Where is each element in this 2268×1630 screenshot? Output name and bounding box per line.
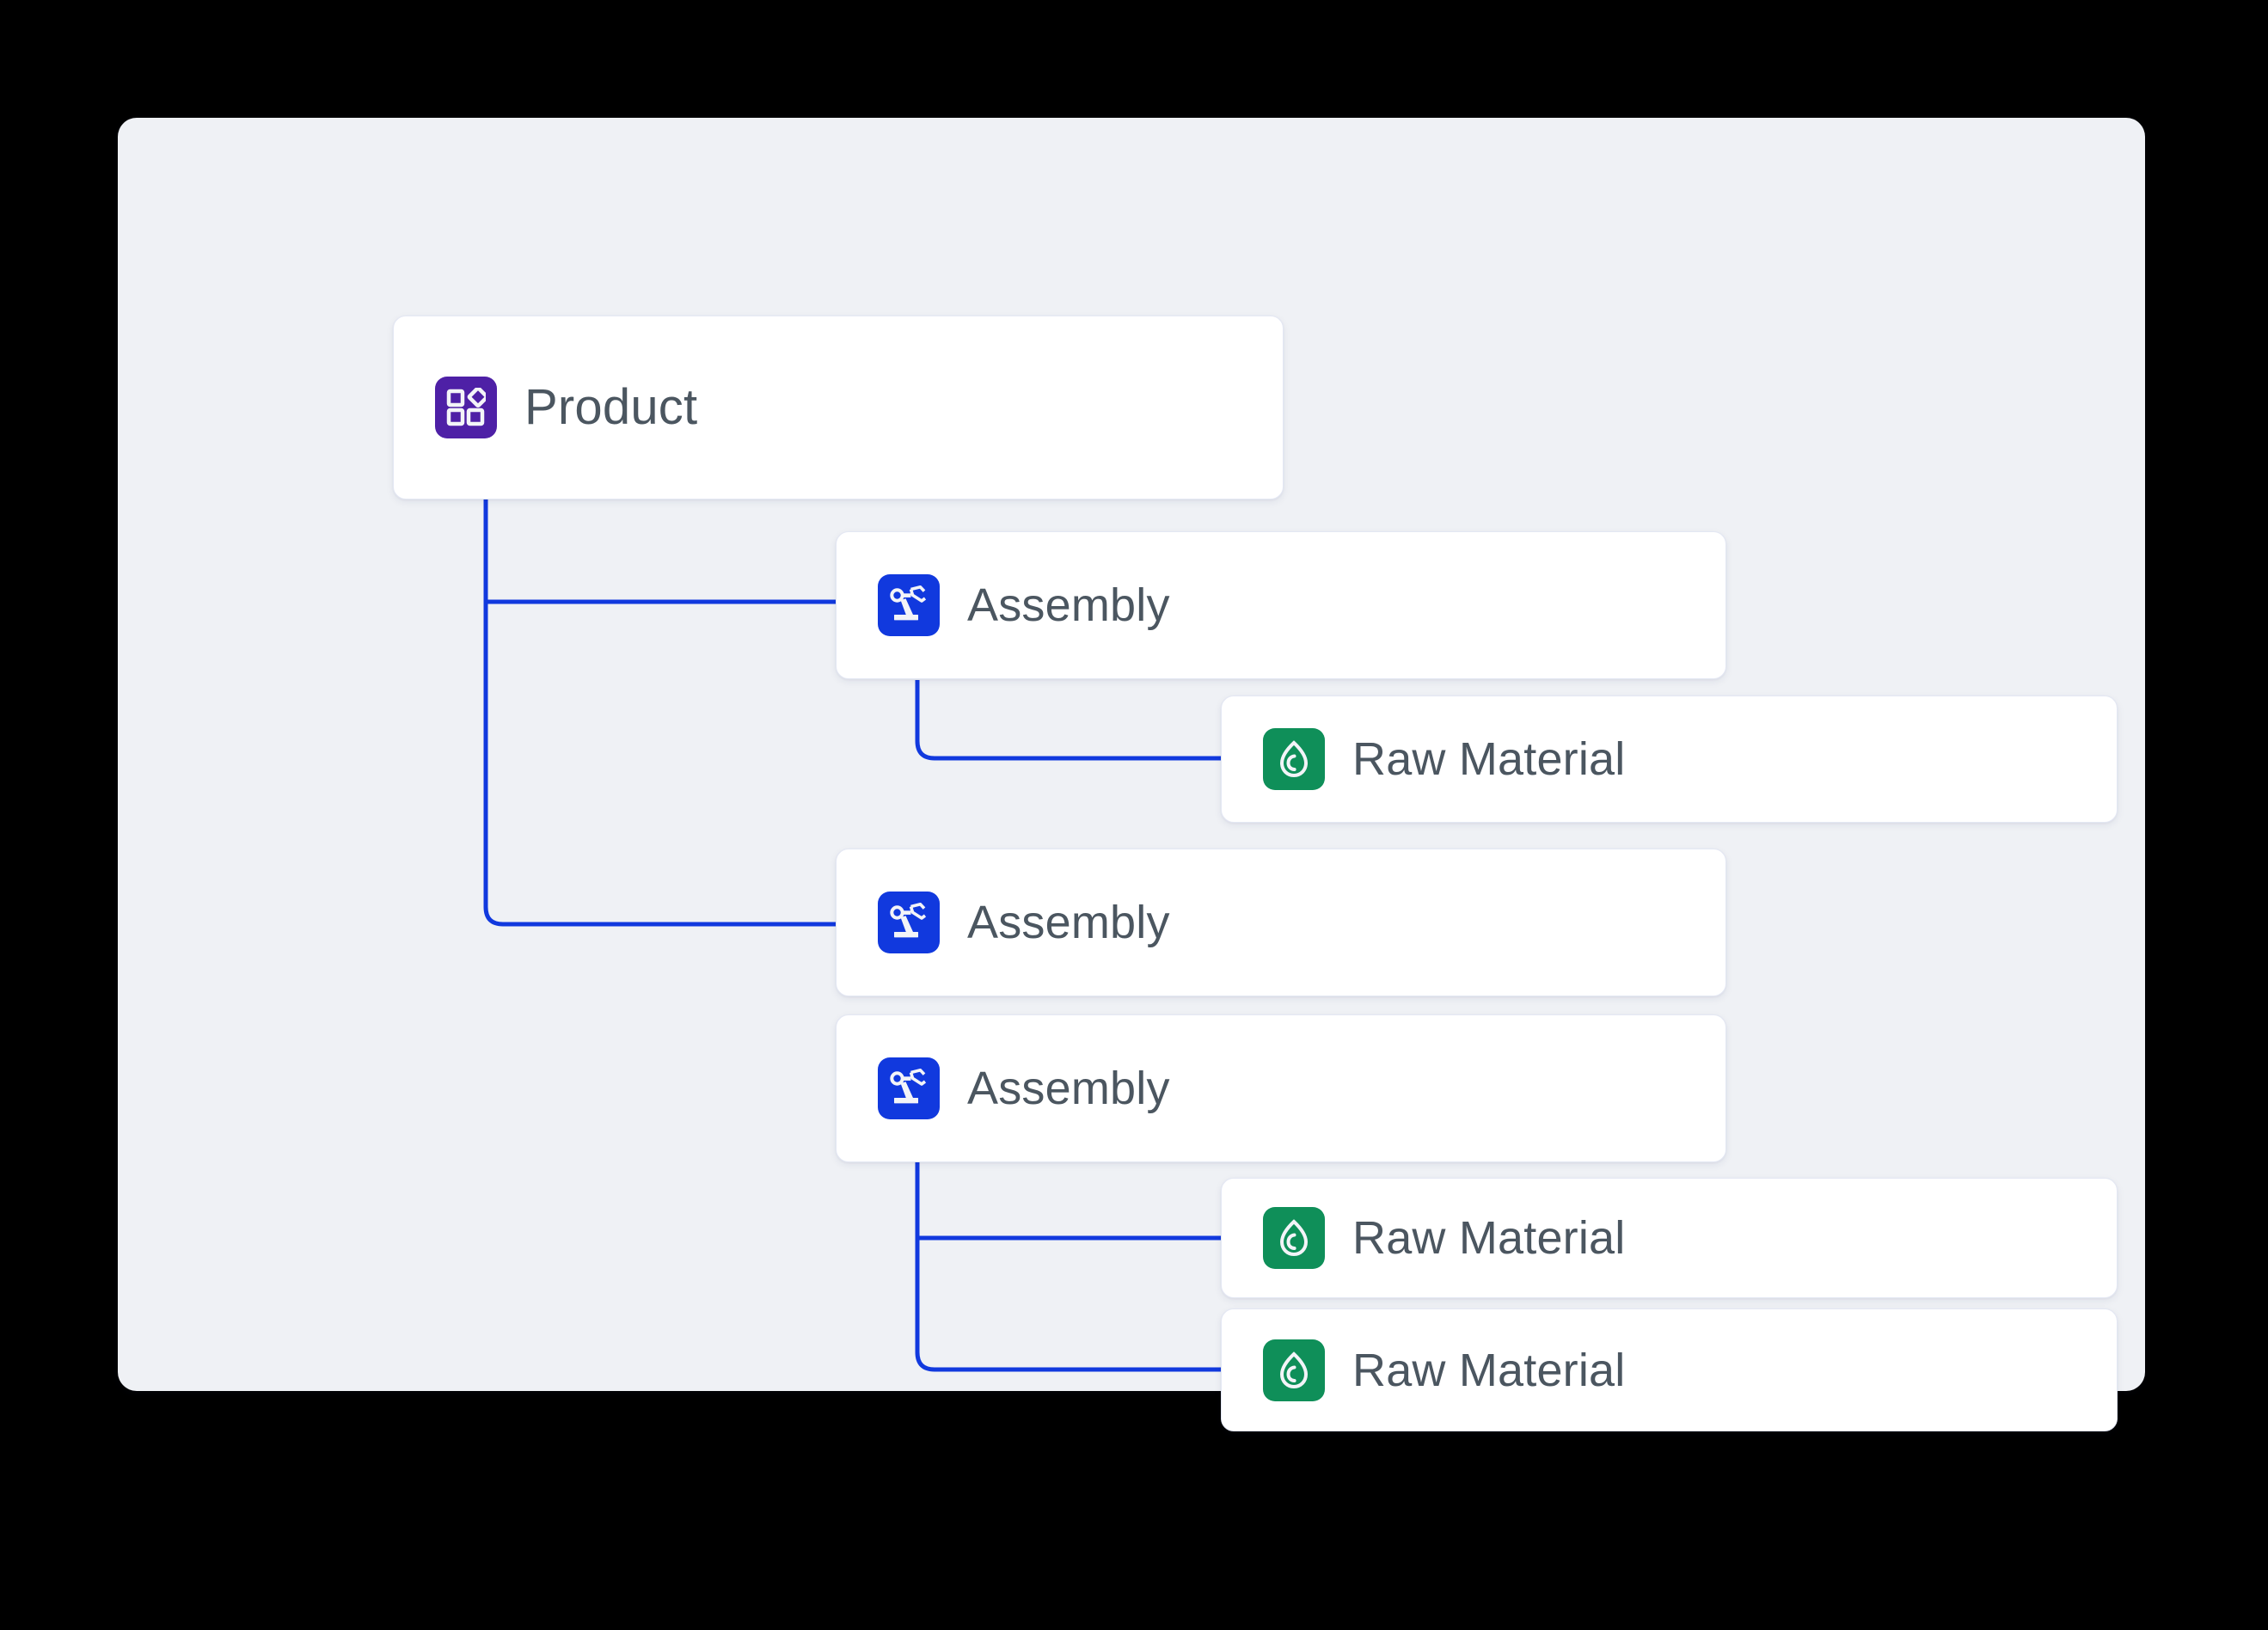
- raw-material-egg-icon: [1263, 728, 1325, 790]
- connector-assembly-1-to-raw-material-1: [915, 680, 1223, 761]
- node-label-raw-material-2: Raw Material: [1352, 1212, 1626, 1264]
- node-card-raw-material-1[interactable]: Raw Material: [1221, 696, 2118, 823]
- robot-arm-icon: [878, 1057, 940, 1119]
- node-card-assembly-1[interactable]: Assembly: [836, 531, 1726, 679]
- product-grid-icon: [435, 377, 497, 438]
- node-card-raw-material-3[interactable]: Raw Material: [1221, 1308, 2118, 1431]
- diagram-panel: Product Assembly: [118, 118, 2145, 1431]
- screenshot-canvas: Product Assembly: [118, 118, 2145, 1431]
- node-card-product[interactable]: Product: [393, 316, 1284, 499]
- node-card-assembly-2[interactable]: Assembly: [836, 849, 1726, 996]
- robot-arm-icon: [878, 574, 940, 636]
- connector-product-trunk: [483, 499, 838, 927]
- node-label-raw-material-1: Raw Material: [1352, 733, 1626, 785]
- connector-assembly-3-trunk: [915, 1162, 1223, 1372]
- node-label-assembly-3: Assembly: [967, 1063, 1170, 1114]
- node-label-assembly-2: Assembly: [967, 897, 1170, 948]
- node-label-product: Product: [524, 379, 698, 435]
- raw-material-egg-icon: [1263, 1207, 1325, 1269]
- node-card-raw-material-2[interactable]: Raw Material: [1221, 1178, 2118, 1298]
- node-label-raw-material-3: Raw Material: [1352, 1344, 1626, 1396]
- robot-arm-icon: [878, 892, 940, 953]
- raw-material-egg-icon: [1263, 1339, 1325, 1401]
- node-card-assembly-3[interactable]: Assembly: [836, 1014, 1726, 1162]
- node-label-assembly-1: Assembly: [967, 579, 1170, 631]
